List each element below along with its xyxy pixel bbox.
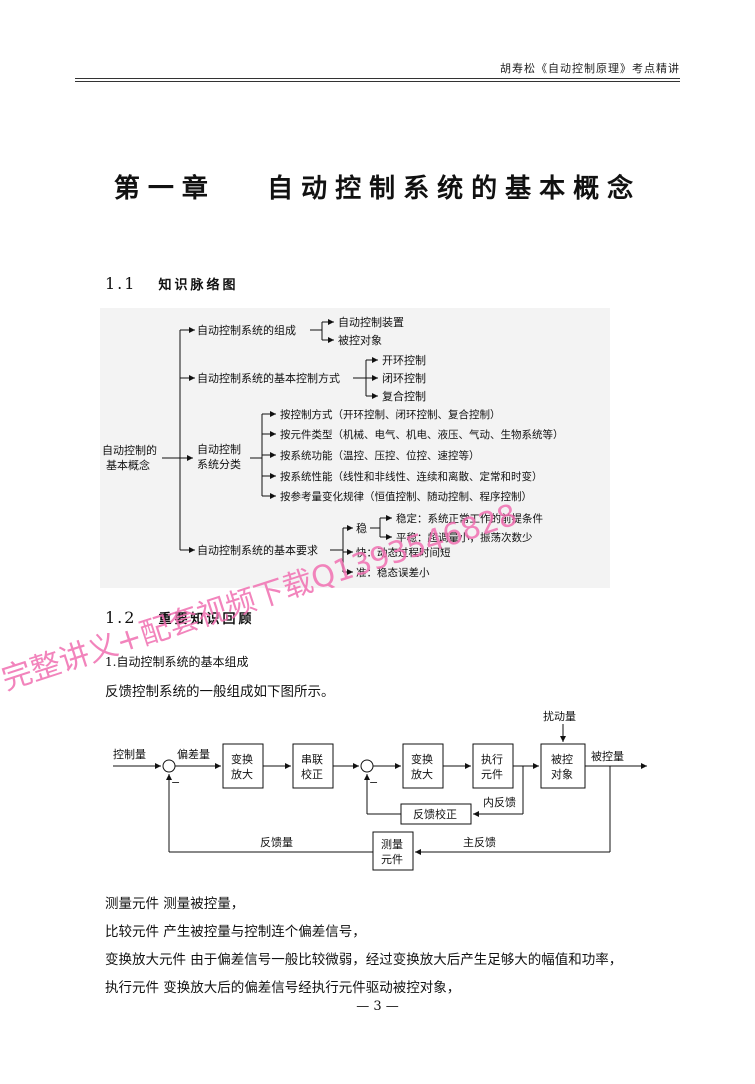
- header-rule-secondary: [75, 81, 680, 82]
- mindmap-class-child: 按系统性能（线性和非线性、连续和离散、定常和时变）: [280, 470, 543, 483]
- label-feedback-quantity: 反馈量: [260, 836, 293, 849]
- mindmap-class-child: 按系统功能（温控、压控、位控、速控等）: [280, 449, 480, 462]
- block-actuator: 执行: [481, 752, 503, 766]
- mindmap-modes: 自动控制系统的基本控制方式: [197, 371, 340, 385]
- mindmap-composition-child: 被控对象: [338, 333, 382, 347]
- mindmap-requirements: 自动控制系统的基本要求: [197, 543, 318, 557]
- block-transform2: 变换: [411, 752, 433, 766]
- mindmap-req-stable-child: 平稳：超调量小，振荡次数少: [396, 531, 533, 544]
- mindmap-root-line2: 基本概念: [106, 458, 150, 472]
- mindmap-class-child: 按控制方式（开环控制、闭环控制、复合控制）: [280, 408, 501, 421]
- mindmap-class-child: 按参考量变化规律（恒值控制、随动控制、程序控制）: [280, 490, 532, 503]
- block-transform2: 放大: [411, 767, 433, 781]
- block-sensor: 元件: [381, 853, 403, 866]
- page-number: — 3 —: [356, 999, 399, 1014]
- mindmap-mode-child: 复合控制: [382, 389, 426, 403]
- mindmap-req-stable: 稳: [356, 521, 367, 535]
- definition-line: 测量元件 测量被控量，: [105, 896, 245, 912]
- block-transform1: 变换: [231, 752, 253, 766]
- label-input: 控制量: [113, 747, 146, 761]
- definition-line: 执行元件 变换放大后的偏差信号经执行元件驱动被控对象，: [105, 980, 461, 996]
- mindmap-req-stable-child: 稳定：系统正常工作的前提条件: [396, 512, 543, 525]
- mindmap-req-accurate: 准：稳态误差小: [356, 566, 430, 579]
- mindmap-mode-child: 闭环控制: [382, 371, 426, 385]
- block-plant: 被控: [551, 752, 573, 766]
- mindmap-root-line1: 自动控制的: [102, 443, 157, 457]
- knowledge-mindmap: 自动控制的 基本概念 自动控制系统的组成 自动控制装置 被控对象 自动控制系统的…: [100, 308, 610, 588]
- mindmap-classification-line1: 自动控制: [197, 442, 241, 456]
- section-1-1-heading: 1.1 知识脉络图: [105, 274, 238, 293]
- intro-paragraph: 反馈控制系统的一般组成如下图所示。: [105, 684, 335, 700]
- subsection-heading: 1.自动控制系统的基本组成: [105, 655, 249, 669]
- mindmap-classification-line2: 系统分类: [197, 457, 241, 471]
- chapter-title: 第一章 自动控制系统的基本概念: [113, 174, 642, 204]
- minus-sign: −: [171, 776, 180, 789]
- label-error: 偏差量: [177, 747, 210, 761]
- feedback-block-diagram: 控制量 偏差量 − − 扰动量 被控量 变换 放大 串联 校正 变换 放大 执行…: [113, 709, 647, 871]
- section-number: 1.1: [105, 274, 137, 293]
- header-rule: [75, 78, 680, 79]
- definition-line: 变换放大元件 由于偏差信号一般比较微弱，经过变换放大后产生足够大的幅值和功率，: [105, 952, 623, 968]
- block-sensor: 测量: [381, 838, 403, 851]
- label-output: 被控量: [591, 749, 624, 763]
- summing-junction-1: [162, 759, 176, 773]
- label-main-feedback: 主反馈: [463, 836, 496, 849]
- block-series-compensation: 校正: [301, 767, 323, 781]
- section-1-2-heading: 1.2 重要知识回顾: [105, 608, 254, 627]
- block-feedback-compensation: 反馈校正: [413, 807, 457, 821]
- section-number: 1.2: [105, 608, 137, 627]
- mindmap-class-child: 按元件类型（机械、电气、机电、液压、气动、生物系统等）: [280, 428, 564, 441]
- minus-sign: −: [369, 776, 378, 789]
- block-actuator: 元件: [481, 768, 503, 781]
- mindmap-composition-child: 自动控制装置: [338, 315, 404, 329]
- block-transform1: 放大: [231, 767, 253, 781]
- section-title: 重要知识回顾: [158, 612, 255, 627]
- summing-junction-2: [360, 759, 374, 773]
- mindmap-composition: 自动控制系统的组成: [197, 323, 296, 337]
- definition-line: 比较元件 产生被控量与控制连个偏差信号，: [105, 924, 366, 940]
- label-disturbance: 扰动量: [543, 709, 576, 723]
- running-header: 胡寿松《自动控制原理》考点精讲: [500, 62, 680, 75]
- mindmap-req-fast: 快：动态过程时间短: [356, 546, 451, 559]
- label-inner-feedback: 内反馈: [483, 795, 516, 809]
- block-series-compensation: 串联: [301, 753, 323, 766]
- section-title: 知识脉络图: [158, 278, 239, 293]
- mindmap-mode-child: 开环控制: [382, 353, 426, 367]
- block-plant: 对象: [551, 767, 573, 781]
